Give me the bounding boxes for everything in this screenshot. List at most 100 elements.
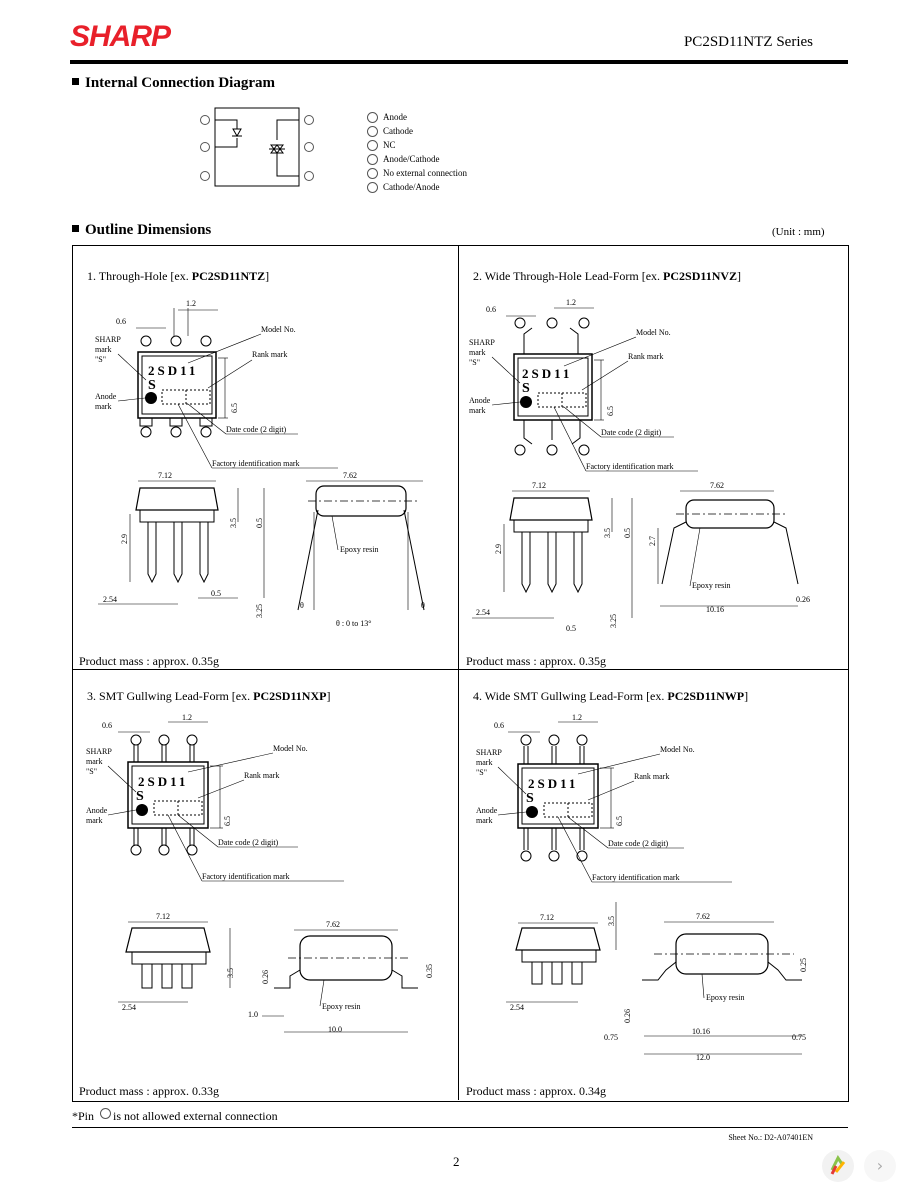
svg-text:1.2: 1.2 — [186, 299, 196, 308]
cell4-title: 4. Wide SMT Gullwing Lead-Form [ex. PC2S… — [473, 689, 749, 703]
svg-text:10.0: 10.0 — [328, 1025, 342, 1034]
sharp-logo: SHARP — [70, 20, 171, 53]
svg-text:0.6: 0.6 — [494, 721, 504, 730]
svg-text:1.0: 1.0 — [248, 1010, 258, 1019]
svg-text:1.2: 1.2 — [566, 298, 576, 307]
svg-text:mark: mark — [469, 348, 485, 357]
svg-text:0.5: 0.5 — [255, 518, 264, 528]
svg-text:mark: mark — [476, 758, 492, 767]
pin-4: Anode/Cathode — [367, 152, 467, 166]
svg-text:10.16: 10.16 — [706, 605, 724, 614]
svg-text:2.54: 2.54 — [103, 595, 117, 604]
svg-text:7.62: 7.62 — [696, 912, 710, 921]
svg-text:1.2: 1.2 — [572, 713, 582, 722]
svg-text:3.5: 3.5 — [226, 968, 235, 978]
svg-text:12.0: 12.0 — [696, 1053, 710, 1062]
unit-note: (Unit : mm) — [772, 226, 825, 238]
svg-text:0.75: 0.75 — [604, 1033, 618, 1042]
svg-text:Anode: Anode — [469, 396, 491, 405]
svg-text:Date code (2 digit): Date code (2 digit) — [608, 839, 669, 848]
svg-text:Rank mark: Rank mark — [628, 352, 663, 361]
cell2-mass: Product mass : approx. 0.35g — [466, 654, 606, 668]
svg-text:mark: mark — [86, 757, 102, 766]
svg-text:7.12: 7.12 — [540, 913, 554, 922]
viewer-logo-icon[interactable] — [822, 1150, 854, 1182]
svg-text:mark: mark — [469, 406, 485, 415]
svg-text:7.12: 7.12 — [158, 471, 172, 480]
svg-text:2SD11: 2SD11 — [528, 776, 578, 791]
svg-text:"S": "S" — [476, 768, 487, 777]
pin-3: NC — [367, 138, 467, 152]
svg-text:Rank mark: Rank mark — [244, 771, 279, 780]
svg-text:Epoxy resin: Epoxy resin — [322, 1002, 360, 1011]
svg-text:"S": "S" — [469, 358, 480, 367]
svg-text:2.54: 2.54 — [510, 1003, 524, 1012]
svg-text:Model No.: Model No. — [636, 328, 671, 337]
svg-text:1.2: 1.2 — [182, 713, 192, 722]
cell2-drawing: 2SD11 S 6.5 0.6 1.2 Model No. Rank mark … — [469, 298, 810, 633]
svg-text:0.5: 0.5 — [211, 589, 221, 598]
svg-text:Date code (2 digit): Date code (2 digit) — [601, 428, 662, 437]
svg-text:Factory identification mark: Factory identification mark — [212, 459, 300, 468]
svg-text:Anode: Anode — [476, 806, 498, 815]
svg-text:θ: θ — [300, 601, 304, 610]
section-internal-title: Internal Connection Diagram — [72, 75, 275, 92]
pin-legend: Anode Cathode NC Anode/Cathode No extern… — [367, 110, 467, 194]
svg-text:S: S — [136, 789, 144, 804]
svg-text:3.25: 3.25 — [255, 604, 264, 618]
svg-text:6.5: 6.5 — [615, 816, 624, 826]
svg-text:"S": "S" — [95, 355, 106, 364]
svg-text:SHARP: SHARP — [476, 748, 502, 757]
svg-text:7.12: 7.12 — [156, 912, 170, 921]
svg-text:Factory identification mark: Factory identification mark — [586, 462, 674, 471]
svg-text:0.6: 0.6 — [102, 721, 112, 730]
svg-text:0.75: 0.75 — [792, 1033, 806, 1042]
pin-6: Cathode/Anode — [367, 180, 467, 194]
cell4-mass: Product mass : approx. 0.34g — [466, 1084, 606, 1098]
cell1-title: 1. Through-Hole [ex. PC2SD11NTZ] — [87, 269, 270, 283]
svg-text:0.25: 0.25 — [799, 958, 808, 972]
svg-text:mark: mark — [86, 816, 102, 825]
page-number: 2 — [453, 1154, 460, 1169]
svg-text:0.26: 0.26 — [796, 595, 810, 604]
pin-5: No external connection — [367, 166, 467, 180]
svg-text:2.54: 2.54 — [122, 1003, 136, 1012]
svg-text:6.5: 6.5 — [606, 406, 615, 416]
svg-text:SHARP: SHARP — [95, 335, 121, 344]
svg-text:SHARP: SHARP — [86, 747, 112, 756]
svg-text:Date code (2 digit): Date code (2 digit) — [218, 838, 279, 847]
svg-text:Rank mark: Rank mark — [252, 350, 287, 359]
cell1-mass: Product mass : approx. 0.35g — [79, 654, 219, 668]
svg-text:S: S — [522, 381, 530, 396]
cell2-title: 2. Wide Through-Hole Lead-Form [ex. PC2S… — [473, 269, 742, 283]
pin-1: Anode — [367, 110, 467, 124]
svg-text:0.26: 0.26 — [261, 970, 270, 984]
internal-connection-diagram — [200, 107, 314, 187]
svg-text:0.5: 0.5 — [566, 624, 576, 633]
sheet-number: Sheet No.: D2-A07401EN — [728, 1133, 813, 1142]
outline-frame — [72, 245, 849, 1102]
svg-text:0.6: 0.6 — [116, 317, 126, 326]
svg-text:7.62: 7.62 — [326, 920, 340, 929]
svg-text:2.54: 2.54 — [476, 608, 490, 617]
svg-text:3.5: 3.5 — [607, 916, 616, 926]
outline-divider-v — [458, 245, 459, 1100]
svg-text:2.9: 2.9 — [494, 544, 503, 554]
next-page-icon[interactable]: › — [864, 1150, 896, 1182]
svg-text:Epoxy resin: Epoxy resin — [692, 581, 730, 590]
svg-text:10.16: 10.16 — [692, 1027, 710, 1036]
svg-text:SHARP: SHARP — [469, 338, 495, 347]
svg-text:Factory identification mark: Factory identification mark — [592, 873, 680, 882]
svg-text:3.5: 3.5 — [603, 528, 612, 538]
cell3-drawing: 2SD11 S 6.5 0.6 1.2 Model No. Rank mark … — [86, 713, 434, 1034]
svg-text:0.5: 0.5 — [623, 528, 632, 538]
series-title: PC2SD11NTZ Series — [683, 34, 813, 50]
svg-text:Factory identification mark: Factory identification mark — [202, 872, 290, 881]
svg-text:Model No.: Model No. — [273, 744, 308, 753]
pin-2: Cathode — [367, 124, 467, 138]
svg-text:Model No.: Model No. — [261, 325, 296, 334]
svg-text:0.35: 0.35 — [425, 964, 434, 978]
svg-text:θ : 0 to 13°: θ : 0 to 13° — [336, 619, 371, 628]
svg-text:2SD11: 2SD11 — [522, 366, 572, 381]
cell4-drawing: 2SD11 S 6.5 0.6 1.2 Model No. Rank mark … — [476, 713, 808, 1062]
